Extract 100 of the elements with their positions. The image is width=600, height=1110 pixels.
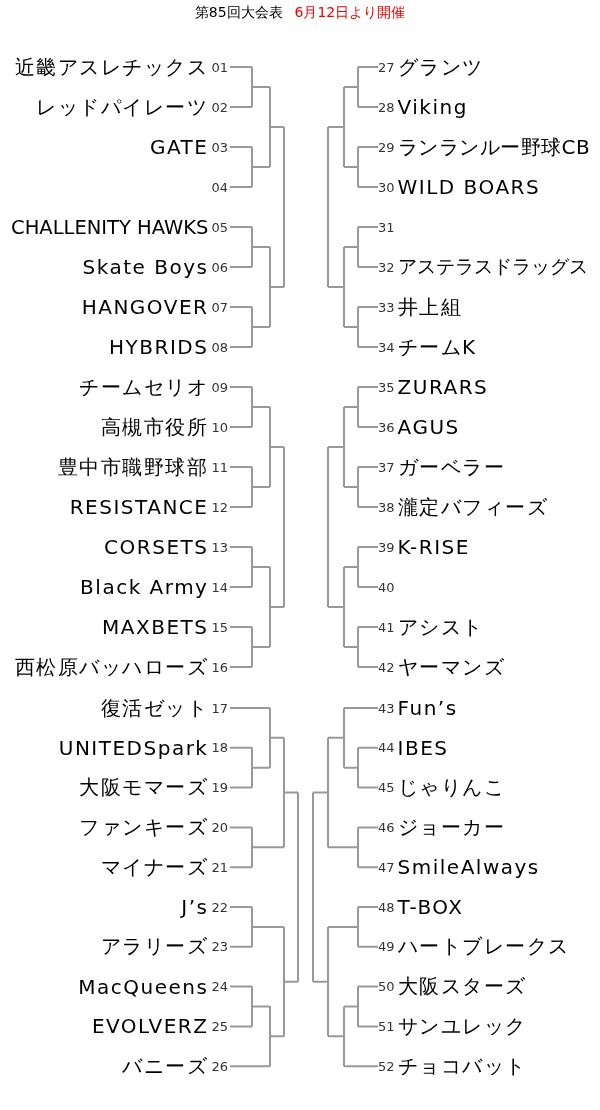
team-name: アシスト <box>397 613 484 641</box>
seed-number: 08 <box>211 339 228 355</box>
team-name: ランランルー野球CB <box>397 133 591 161</box>
team-name: チョコバット <box>397 1052 527 1080</box>
seed-number: 05 <box>211 219 228 235</box>
team-name: レッドパイレーツ <box>36 93 209 121</box>
seed-number: 22 <box>211 899 228 915</box>
team-name: RESISTANCE <box>69 495 209 519</box>
seed-number: 45 <box>378 780 395 796</box>
team-name: 復活ゼット <box>100 694 209 722</box>
team-name: 瀧定バフィーズ <box>397 493 549 521</box>
seed-number: 43 <box>378 700 395 716</box>
seed-number: 31 <box>378 219 395 235</box>
seed-number: 12 <box>211 499 228 515</box>
team-name: マイナーズ <box>100 853 209 881</box>
seed-number: 35 <box>378 379 395 395</box>
team-name: じゃりんこ <box>397 774 506 802</box>
team-name: 近畿アスレチックス <box>14 53 209 81</box>
seed-number: 37 <box>378 459 395 475</box>
seed-number: 50 <box>378 979 395 995</box>
team-name: ジョーカー <box>397 813 506 841</box>
seed-number: 38 <box>378 499 395 515</box>
team-name: Fun’s <box>397 696 458 720</box>
title: 第85回大会表 <box>194 4 283 20</box>
seed-number: 07 <box>211 299 228 315</box>
team-name: J’s <box>181 895 209 919</box>
seed-number: 11 <box>211 459 228 475</box>
team-name: ハートブレークス <box>397 933 570 961</box>
seed-number: 34 <box>378 339 395 355</box>
seed-number: 10 <box>211 419 228 435</box>
team-name: 大阪モマーズ <box>79 774 209 802</box>
seed-number: 06 <box>211 259 228 275</box>
team-name: バニーズ <box>122 1052 209 1080</box>
team-name: CHALLENITY HAWKS <box>11 215 209 239</box>
seed-number: 27 <box>378 59 395 75</box>
seed-number: 21 <box>211 859 228 875</box>
team-name: SmileAlways <box>397 855 540 880</box>
seed-number: 29 <box>378 139 395 155</box>
seed-number: 19 <box>211 780 228 796</box>
seed-number: 33 <box>378 299 395 315</box>
team-name: ヤーマンズ <box>397 653 506 681</box>
seed-number: 17 <box>211 700 228 716</box>
team-name: T-BOX <box>397 895 464 919</box>
seed-number: 36 <box>378 419 395 435</box>
seed-number: 52 <box>378 1058 395 1074</box>
team-name: WILD BOARS <box>397 175 541 199</box>
seed-number: 01 <box>211 59 228 75</box>
team-name: 大阪スターズ <box>397 973 527 1001</box>
seed-number: 46 <box>378 819 395 835</box>
seed-number: 02 <box>211 99 228 115</box>
seed-number: 44 <box>378 740 395 756</box>
seed-number: 15 <box>211 619 228 635</box>
seed-number: 41 <box>378 619 395 635</box>
seed-number: 32 <box>378 259 395 275</box>
seed-number: 16 <box>211 659 228 675</box>
team-name: IBES <box>397 735 449 760</box>
seed-number: 18 <box>211 740 228 756</box>
seed-number: 09 <box>211 379 228 395</box>
team-name: CORSETS <box>104 535 209 559</box>
seed-number: 26 <box>211 1058 228 1074</box>
seed-number: 25 <box>211 1018 228 1034</box>
seed-number: 28 <box>378 99 395 115</box>
seed-number: 51 <box>378 1018 395 1034</box>
seed-number: 47 <box>378 859 395 875</box>
seed-number: 40 <box>378 579 395 595</box>
seed-number: 39 <box>378 539 395 555</box>
team-name: Skate Boys <box>82 255 209 279</box>
seed-number: 14 <box>211 579 228 595</box>
team-name: HANGOVER <box>81 295 209 319</box>
team-name: AGUS <box>397 415 460 439</box>
team-name: 井上組 <box>397 293 463 321</box>
team-name: グランツ <box>397 53 484 81</box>
team-name: GATE <box>149 135 209 159</box>
team-name: アステラスドラッグス <box>397 254 588 279</box>
seed-number: 48 <box>378 899 395 915</box>
seed-number: 04 <box>211 179 228 195</box>
team-name: ファンキーズ <box>79 813 209 841</box>
seed-number: 03 <box>211 139 228 155</box>
seed-number: 20 <box>211 819 228 835</box>
team-name: 豊中市職野球部 <box>57 453 209 481</box>
seed-number: 42 <box>378 659 395 675</box>
date-note: 6月12日より開催 <box>294 4 406 20</box>
team-name: ZURARS <box>397 375 489 399</box>
team-name: サンユレック <box>397 1012 527 1040</box>
team-name: Black Army <box>80 575 209 599</box>
seed-number: 13 <box>211 539 228 555</box>
team-name: ガーベラー <box>397 453 506 481</box>
seed-number: 49 <box>378 939 395 955</box>
team-name: EVOLVERZ <box>91 1014 209 1039</box>
team-name: Viking <box>397 95 468 119</box>
team-name: MAXBETS <box>102 615 209 639</box>
seed-number: 23 <box>211 939 228 955</box>
seed-number: 30 <box>378 179 395 195</box>
team-name: MacQueens <box>78 974 209 999</box>
team-name: HYBRIDS <box>109 335 209 359</box>
team-name: アラリーズ <box>100 933 209 961</box>
team-name: K-RISE <box>397 535 470 559</box>
team-name: 西松原バッハローズ <box>14 653 209 681</box>
team-name: 高槻市役所 <box>100 413 209 441</box>
team-name: チームK <box>397 333 477 361</box>
